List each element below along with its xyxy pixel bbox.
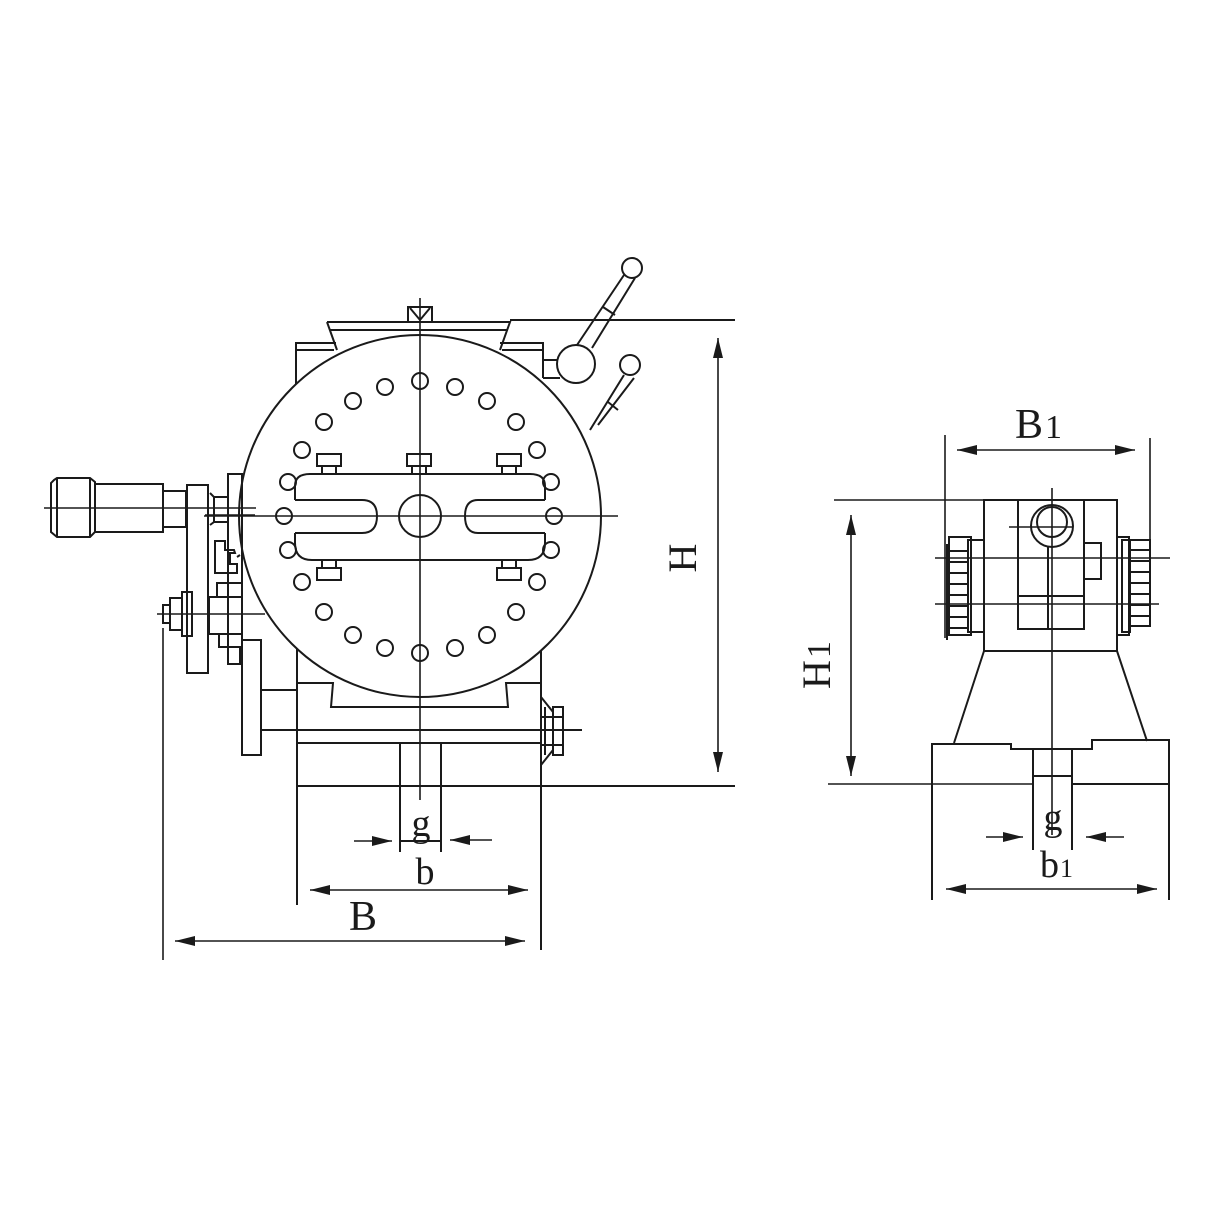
dim-label-g-side: g bbox=[1044, 797, 1063, 839]
side-head-block bbox=[946, 499, 1151, 652]
side-centerlines bbox=[828, 488, 1170, 835]
dim-label-g-front: g bbox=[412, 803, 431, 845]
indexing-levers bbox=[510, 257, 735, 431]
dim-label-H1: H1 bbox=[794, 641, 839, 689]
crank-handle-assembly bbox=[44, 473, 297, 756]
clamp-blocks bbox=[316, 453, 522, 581]
dim-label-H: H bbox=[660, 544, 705, 573]
dim-label-B: B bbox=[349, 894, 377, 940]
dim-label-b: b bbox=[416, 851, 435, 893]
side-column bbox=[953, 650, 1148, 744]
side-dimensions: B1 H1 g b1 bbox=[794, 402, 1157, 894]
dim-label-b1: b1 bbox=[1040, 844, 1073, 886]
front-dimensions: H g b B bbox=[162, 338, 723, 960]
dim-label-B1: B1 bbox=[1015, 402, 1062, 448]
side-view: B1 H1 g b1 bbox=[794, 402, 1170, 900]
front-view: H g b B bbox=[44, 257, 735, 960]
front-centerlines bbox=[204, 298, 618, 800]
